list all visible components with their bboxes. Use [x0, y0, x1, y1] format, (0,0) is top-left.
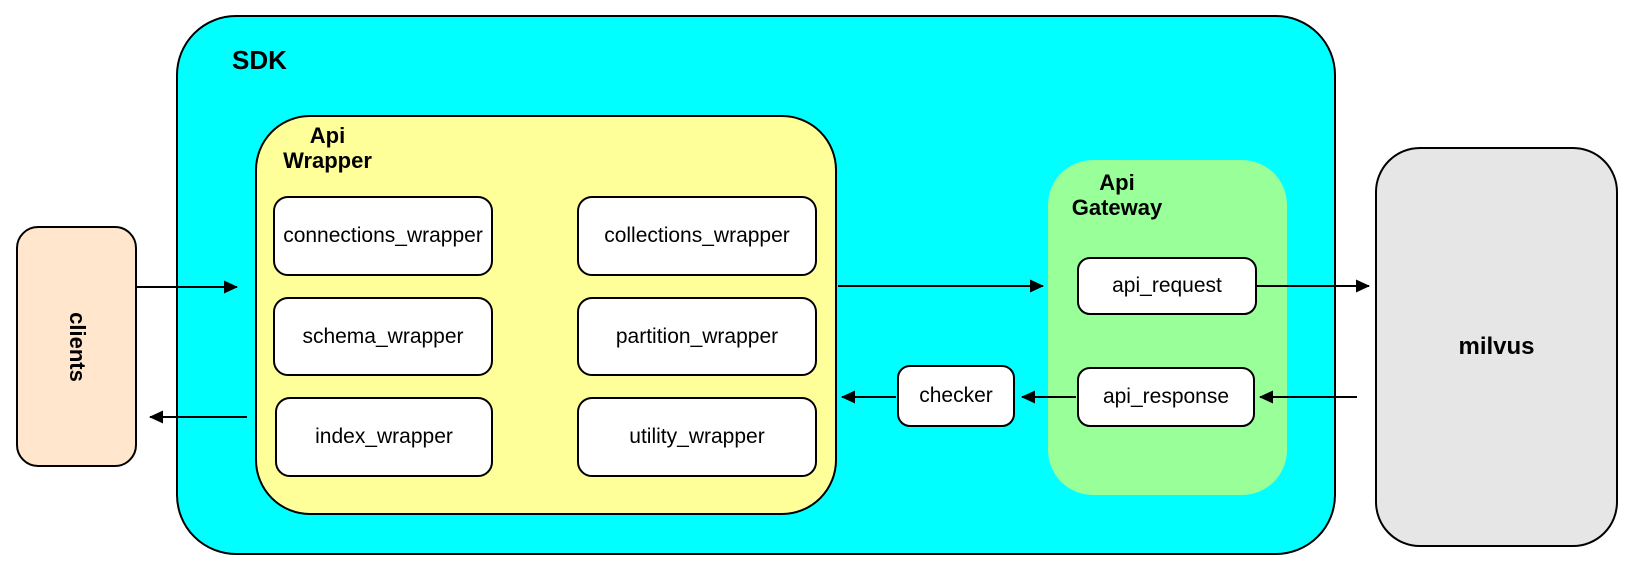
api-request-label: api_request: [1112, 274, 1222, 297]
wrapper-box-partition: partition_wrapper: [577, 297, 817, 376]
sdk-label: SDK: [232, 45, 287, 75]
api-response-node: api_response: [1077, 367, 1255, 427]
wrapper-box-connections-label: connections_wrapper: [283, 224, 483, 247]
wrapper-box-schema: schema_wrapper: [273, 297, 493, 376]
wrapper-box-connections: connections_wrapper: [273, 196, 493, 276]
wrapper-box-collections-label: collections_wrapper: [604, 224, 790, 247]
wrapper-box-utility: utility_wrapper: [577, 397, 817, 477]
wrapper-box-schema-label: schema_wrapper: [302, 324, 464, 348]
checker-label: checker: [919, 384, 993, 407]
milvus-label: milvus: [1458, 333, 1535, 360]
wrapper-box-partition-label: partition_wrapper: [615, 324, 779, 348]
wrapper-box-index: index_wrapper: [275, 397, 493, 477]
api-gateway-label: Api Gateway: [1071, 170, 1163, 220]
clients-node: clients: [16, 226, 137, 467]
wrapper-box-collections: collections_wrapper: [577, 196, 817, 276]
checker-node: checker: [897, 365, 1015, 427]
api-response-label: api_response: [1102, 385, 1230, 408]
api-wrapper-label: Api Wrapper: [283, 123, 372, 173]
wrapper-box-utility-label: utility_wrapper: [629, 425, 765, 448]
api-gateway-container: Api Gateway: [1048, 160, 1287, 495]
milvus-node: milvus: [1375, 147, 1618, 547]
api-request-node: api_request: [1077, 257, 1257, 315]
wrapper-box-index-label: index_wrapper: [315, 425, 453, 448]
clients-label: clients: [64, 311, 90, 382]
